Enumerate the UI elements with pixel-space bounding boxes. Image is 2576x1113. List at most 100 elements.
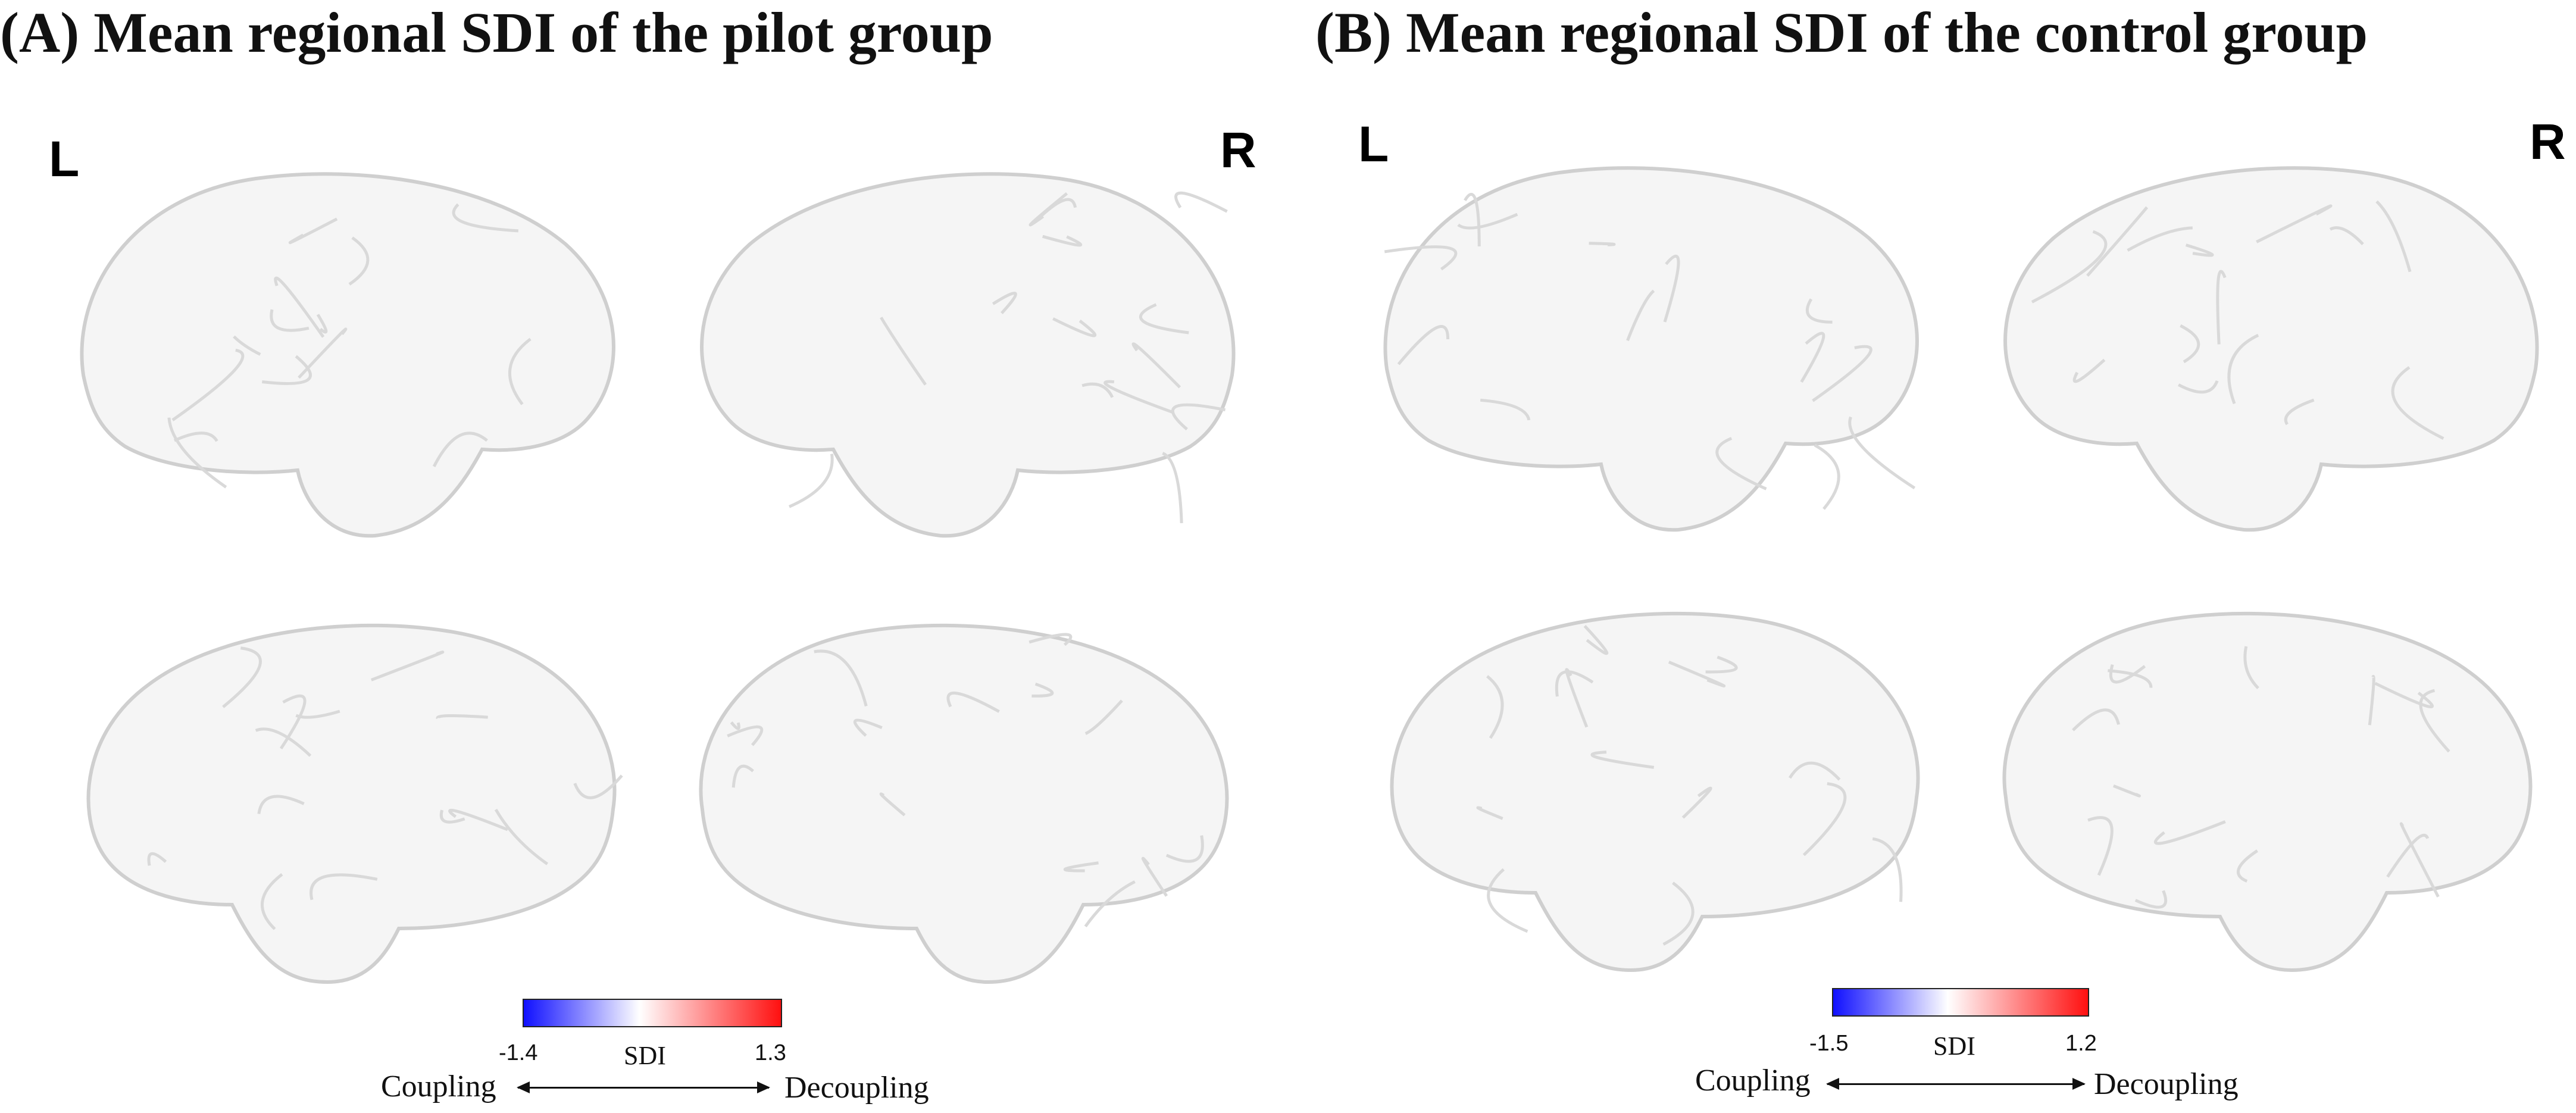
sulcus-line <box>2375 200 2412 273</box>
sulcus-line <box>432 432 488 467</box>
sulcus-line <box>2072 358 2106 383</box>
sulcus-line <box>370 650 445 681</box>
sulcus-line <box>731 764 754 788</box>
sulcus-line <box>727 725 764 746</box>
brain-surface <box>700 172 1236 538</box>
sulcus-line <box>2153 820 2226 845</box>
panel-a-colorbar-max: 1.3 <box>755 1040 786 1065</box>
sulcus-line <box>1162 452 1183 524</box>
sulcus-line <box>261 873 283 930</box>
sulcus-line <box>1028 633 1073 646</box>
sulcus-line <box>1486 675 1504 739</box>
sulcus-line <box>880 317 927 386</box>
sulcus-line <box>233 335 261 356</box>
panel-a-colorbar <box>523 999 782 1027</box>
sulcus-line <box>2386 833 2430 878</box>
sulcus-line <box>1662 881 1695 946</box>
panel-b-left-label: L <box>1358 116 1389 172</box>
sulcus-line <box>1084 699 1123 735</box>
brain-surface <box>2003 166 2539 532</box>
sulcus-line <box>1788 761 1841 781</box>
sulcus-line <box>1084 880 1136 928</box>
sulcus-line <box>1626 289 1655 342</box>
sulcus-line <box>439 809 465 824</box>
sulcus-line <box>289 217 338 245</box>
sulcus-line <box>1042 235 1082 247</box>
sulcus-line <box>1165 835 1204 863</box>
sulcus-line <box>255 727 312 757</box>
sulcus-line <box>1035 198 1077 222</box>
brain-a-lateral-right <box>679 149 1250 565</box>
sulcus-line <box>270 309 310 332</box>
brain-render <box>700 172 1236 538</box>
sulcus-line <box>1555 670 1594 697</box>
panel-a-coupling-label: Coupling <box>381 1070 496 1103</box>
brain-render <box>1383 166 1919 532</box>
sulcus-line <box>2108 669 2153 688</box>
sulcus-line <box>1063 861 1099 873</box>
sulcus-line <box>2086 206 2149 277</box>
brain-b-lateral-right <box>1982 143 2553 559</box>
sulcus-line <box>448 808 508 831</box>
sulcus-line <box>1800 332 1825 383</box>
sulcus-line <box>310 873 378 901</box>
sulcus-line <box>452 203 519 233</box>
sulcus-line <box>2374 681 2434 709</box>
sulcus-line <box>1171 403 1226 431</box>
sulcus-line <box>2284 398 2315 426</box>
sulcus-line <box>2329 226 2364 246</box>
sulcus-line <box>1131 342 1181 389</box>
sulcus-line <box>1397 325 1450 365</box>
sulcus-line <box>2236 849 2258 883</box>
brain-surface <box>1390 611 1920 973</box>
sulcus-line <box>298 327 348 379</box>
sulcus-line <box>222 646 262 708</box>
panel-b-colorbar-title: SDI <box>1933 1031 1975 1061</box>
sulcus-line <box>1464 193 1481 247</box>
sulcus-line <box>2399 822 2440 898</box>
sulcus-line <box>2087 816 2114 876</box>
sulcus-line <box>147 852 167 866</box>
sulcus-line <box>1141 856 1168 897</box>
sulcus-line <box>1668 661 1726 687</box>
brain-surface <box>86 623 617 984</box>
sulcus-line <box>2178 380 2219 394</box>
brain-a-medial-left <box>65 595 637 1012</box>
brain-render <box>699 623 1229 984</box>
sulcus-line <box>316 314 328 334</box>
sulcus-line <box>1663 254 1680 323</box>
sulcus-line <box>1031 682 1054 698</box>
sulcus-line <box>1590 751 1655 769</box>
sulcus-line <box>1715 437 1767 490</box>
sulcus-line <box>1705 655 1738 674</box>
brain-a-medial-right <box>679 595 1250 1012</box>
sulcus-line <box>2031 230 2108 304</box>
panel-a-right-label: R <box>1220 122 1256 178</box>
panel-b-colorbar-max: 1.2 <box>2065 1031 2097 1056</box>
panel-a-colorbar-title: SDI <box>624 1041 666 1070</box>
sulcus-line <box>171 348 245 421</box>
sulcus-line <box>879 792 906 817</box>
brain-b-medial-left <box>1369 583 1940 1000</box>
sulcus-line <box>1052 317 1097 337</box>
brain-render <box>86 623 623 984</box>
panel-b-decoupling-label: Decoupling <box>2094 1067 2239 1101</box>
sulcus-line <box>2127 226 2193 252</box>
brain-render <box>2002 611 2533 973</box>
sulcus-line <box>257 795 305 814</box>
sulcus-line <box>814 649 868 706</box>
panel-b-direction-arrow <box>1826 1078 2086 1090</box>
sulcus-line <box>2185 243 2214 257</box>
brain-surface <box>2002 611 2533 973</box>
brain-render <box>2003 166 2539 532</box>
sulcus-line <box>494 808 549 865</box>
sulcus-line <box>280 694 307 750</box>
brain-a-lateral-left <box>65 149 637 565</box>
sulcus-line <box>853 718 883 737</box>
sulcus-line <box>348 236 370 286</box>
sulcus-line <box>946 692 1000 713</box>
sulcus-line <box>1174 191 1228 213</box>
sulcus-line <box>1487 868 1528 933</box>
panel-a-title: (A) Mean regional SDI of the pilot group <box>0 1 993 64</box>
sulcus-line <box>992 292 1017 314</box>
